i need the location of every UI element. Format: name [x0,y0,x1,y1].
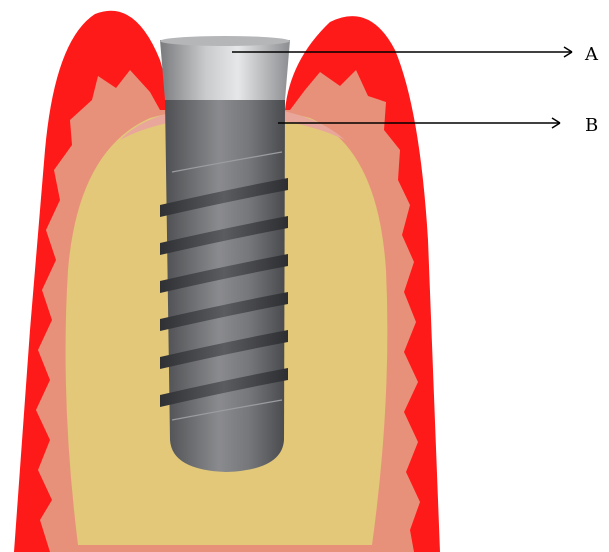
label-a: A [584,44,599,65]
implant-collar [160,40,290,106]
label-b: B [585,115,598,136]
implant-top [160,36,290,46]
